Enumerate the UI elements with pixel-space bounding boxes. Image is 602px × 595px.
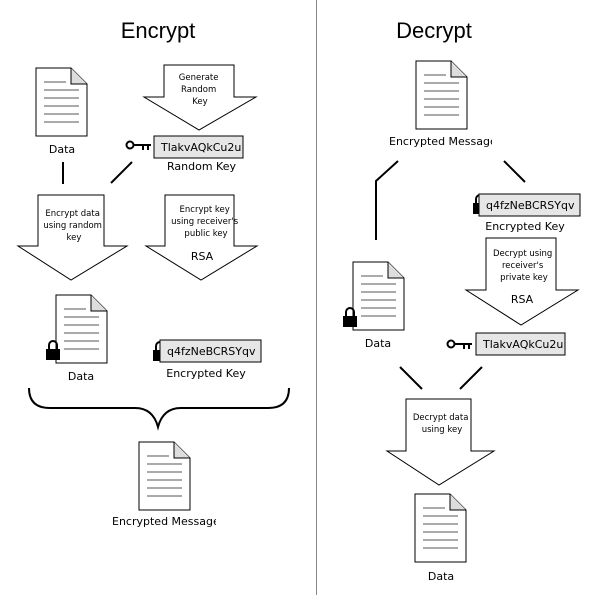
decrypt-encrypted-key-value: q4fzNeBCRSYqv [486,199,575,212]
down-arrow-icon: Encrypt data using random key [16,194,129,281]
document-icon [415,60,468,130]
random-key-label: Random Key [167,160,236,173]
decrypt-title: Decrypt [396,18,472,43]
decrypt-key-text: Decrypt using receiver's private key [493,249,555,283]
document-icon [352,261,405,331]
decrypt-encrypted-data-label: Data [365,337,391,350]
encrypt-data-text: Encrypt data using random key [43,209,104,243]
encrypt-title: Encrypt [121,18,196,43]
key-icon [446,339,472,349]
encrypted-key-label: Encrypted Key [166,367,246,380]
lock-icon [343,307,357,327]
document-icon [414,493,467,563]
key-icon [125,140,151,150]
decrypt-data-label: Data [428,570,454,583]
down-arrow-icon: Generate Random Key [142,64,258,131]
connector-line [503,160,526,183]
document-icon [55,294,108,364]
lock-icon [46,340,60,360]
decrypt-encrypted-key-box [478,193,581,217]
random-key-value: TlakvAQkCu2u [160,141,241,154]
rsa-label: RSA [191,250,214,263]
document-icon [138,441,191,511]
random-key-box [153,135,244,159]
decrypt-data-text: Decrypt data using key [413,413,471,435]
brace-icon [28,387,290,431]
decrypt-random-key-value: TlakvAQkCu2u [482,338,563,351]
encrypted-message-label: Encrypted Message [112,515,220,528]
down-arrow-icon: Decrypt using receiver's private key RSA [464,237,580,326]
decrypt-rsa-label: RSA [511,293,534,306]
decrypt-encrypted-key-label: Encrypted Key [485,220,565,233]
encrypted-data-label: Data [68,370,94,383]
encrypt-key-text: Encrypt key using receiver's public key [171,205,241,239]
connector-line [459,366,483,390]
down-arrow-icon: Decrypt data using key [385,398,496,486]
decrypt-encrypted-message-label: Encrypted Message [389,135,497,148]
connector-line [110,161,133,184]
connector-line [375,160,399,240]
down-arrow-icon: Encrypt key using receiver's public key … [144,194,259,281]
encrypted-key-box [159,339,262,363]
connector-line [399,366,423,390]
decrypt-random-key-box [475,332,566,356]
document-icon [35,67,88,137]
generate-key-text: Generate Random Key [179,73,221,107]
encrypted-key-value: q4fzNeBCRSYqv [167,345,256,358]
data-label: Data [49,143,75,156]
